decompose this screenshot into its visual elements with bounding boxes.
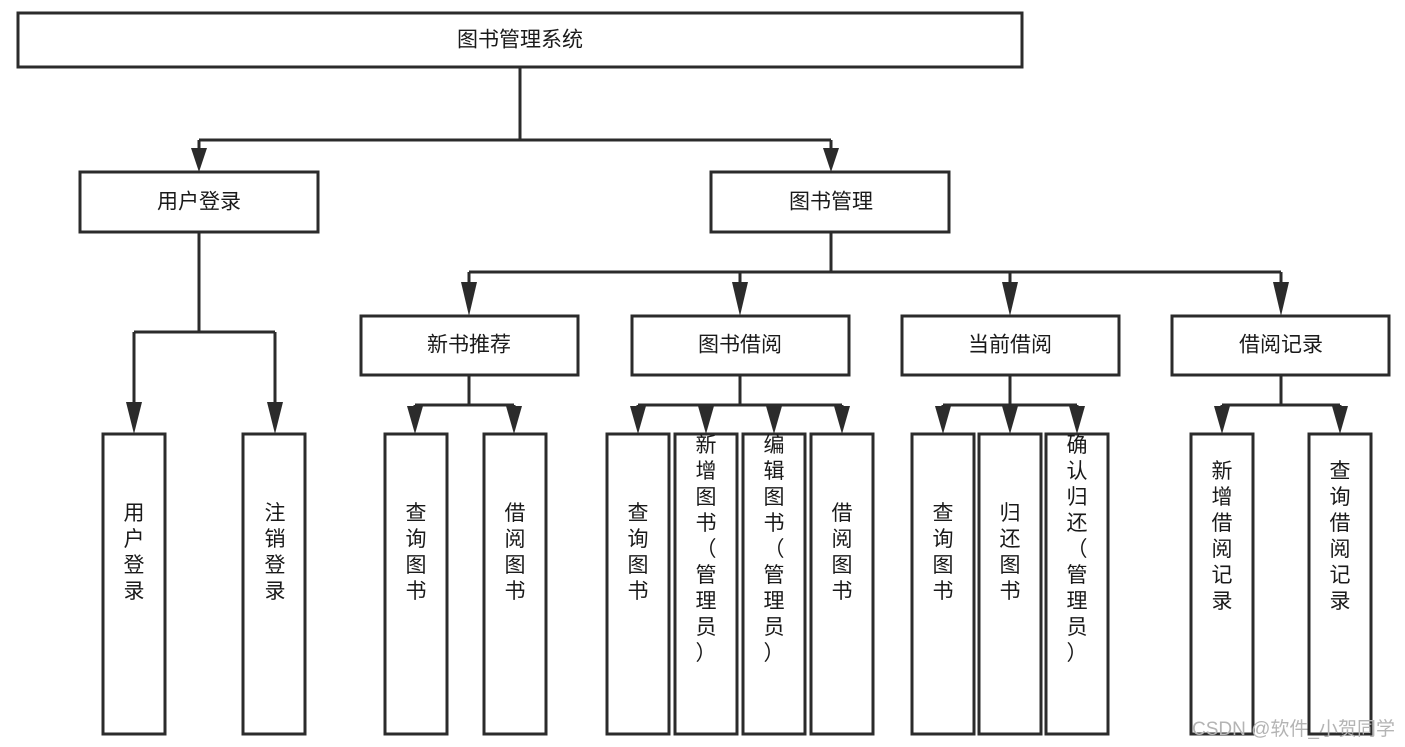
node-leaf-user-logout-rect[interactable] xyxy=(241,432,307,736)
node-leaf-query-book-2-rect[interactable] xyxy=(605,432,671,736)
node-borrow-record[interactable]: 借阅记录 xyxy=(1170,314,1391,377)
node-user-login-label: 用户登录 xyxy=(157,191,241,214)
node-leaf-query-book-2[interactable]: 查询图书 xyxy=(605,432,671,736)
node-book-borrow[interactable]: 图书借阅 xyxy=(630,314,851,377)
node-leaf-confirm-return-label: 确认归还（管理员） xyxy=(1067,434,1088,665)
node-current-borrow[interactable]: 当前借阅 xyxy=(900,314,1121,377)
arrowhead-leaf-query-book-3 xyxy=(935,406,951,434)
node-leaf-user-login-rect[interactable] xyxy=(101,432,167,736)
node-leaf-query-record-label: 查询借阅记录 xyxy=(1330,460,1351,613)
node-new-book-recommend-label: 新书推荐 xyxy=(427,334,511,357)
arrowhead-leaf-return-book xyxy=(1002,406,1018,434)
node-leaf-query-book-1[interactable]: 查询图书 xyxy=(383,432,449,736)
node-leaf-borrow-book-1-label: 借阅图书 xyxy=(505,502,526,603)
arrowhead-leaf-edit-book xyxy=(766,406,782,434)
node-leaf-add-record[interactable]: 新增借阅记录 xyxy=(1189,432,1255,736)
node-new-book-recommend[interactable]: 新书推荐 xyxy=(359,314,580,377)
node-book-borrow-rect[interactable] xyxy=(630,314,851,377)
node-leaf-borrow-book-2-rect[interactable] xyxy=(809,432,875,736)
node-leaf-query-book-3-label: 查询图书 xyxy=(933,502,954,603)
node-leaf-user-logout-label: 注销登录 xyxy=(265,502,286,603)
node-leaf-borrow-book-2[interactable]: 借阅图书 xyxy=(809,432,875,736)
node-leaf-add-record-label: 新增借阅记录 xyxy=(1212,460,1233,613)
arrowhead-leaf-query-record xyxy=(1332,406,1348,434)
arrowhead-leaf-borrow-book-1 xyxy=(506,406,522,434)
node-root-rect[interactable] xyxy=(16,11,1024,69)
node-leaf-return-book-rect[interactable] xyxy=(977,432,1043,736)
node-leaf-query-book-3-rect[interactable] xyxy=(910,432,976,736)
arrowhead-userlogin xyxy=(191,148,207,172)
node-root[interactable]: 图书管理系统 xyxy=(16,11,1024,69)
node-leaf-borrow-book-1[interactable]: 借阅图书 xyxy=(482,432,548,736)
node-user-login[interactable]: 用户登录 xyxy=(78,170,320,234)
node-new-book-recommend-rect[interactable] xyxy=(359,314,580,377)
node-current-borrow-label: 当前借阅 xyxy=(968,334,1052,357)
node-leaf-query-record-rect[interactable] xyxy=(1307,432,1373,736)
node-leaf-return-book-label: 归还图书 xyxy=(1000,502,1021,603)
arrowhead-leaf-query-book-2 xyxy=(630,406,646,434)
node-leaf-query-book-1-label: 查询图书 xyxy=(406,502,427,603)
node-leaf-return-book[interactable]: 归还图书 xyxy=(977,432,1043,736)
node-leaf-confirm-return-rect[interactable] xyxy=(1044,432,1110,736)
node-leaf-borrow-book-1-rect[interactable] xyxy=(482,432,548,736)
arrowhead-bookmanage xyxy=(823,148,839,172)
arrowhead-leaf-query-book-1 xyxy=(407,406,423,434)
node-leaf-user-logout[interactable]: 注销登录 xyxy=(241,432,307,736)
arrowhead-leaf-user-logout xyxy=(267,402,283,434)
node-leaf-query-book-3[interactable]: 查询图书 xyxy=(910,432,976,736)
csdn-watermark: CSDN @软件_小贺同学 xyxy=(1192,718,1395,740)
node-leaf-user-login[interactable]: 用户登录 xyxy=(101,432,167,736)
node-leaf-query-book-1-rect[interactable] xyxy=(383,432,449,736)
node-leaf-edit-book[interactable]: 编辑图书（管理员） xyxy=(741,432,807,736)
node-book-manage-rect[interactable] xyxy=(709,170,951,234)
node-leaf-user-login-label: 用户登录 xyxy=(124,502,145,603)
node-leaf-add-book-label: 新增图书（管理员） xyxy=(696,434,717,665)
arrowhead-newbook xyxy=(461,282,477,316)
arrowhead-currentborrow xyxy=(1002,282,1018,316)
node-user-login-rect[interactable] xyxy=(78,170,320,234)
node-leaf-add-book[interactable]: 新增图书（管理员） xyxy=(673,432,739,736)
node-book-manage-label: 图书管理 xyxy=(789,191,873,214)
node-leaf-add-book-rect[interactable] xyxy=(673,432,739,736)
node-book-manage[interactable]: 图书管理 xyxy=(709,170,951,234)
node-leaf-query-book-2-label: 查询图书 xyxy=(628,502,649,603)
arrowhead-leaf-add-book xyxy=(698,406,714,434)
arrowhead-bookborrow xyxy=(732,282,748,316)
node-root-label: 图书管理系统 xyxy=(457,29,583,52)
node-current-borrow-rect[interactable] xyxy=(900,314,1121,377)
node-leaf-borrow-book-2-label: 借阅图书 xyxy=(832,502,853,603)
node-leaf-add-record-rect[interactable] xyxy=(1189,432,1255,736)
node-borrow-record-label: 借阅记录 xyxy=(1239,334,1323,357)
node-borrow-record-rect[interactable] xyxy=(1170,314,1391,377)
node-leaf-edit-book-label: 编辑图书（管理员） xyxy=(764,434,785,665)
node-leaf-confirm-return[interactable]: 确认归还（管理员） xyxy=(1044,432,1110,736)
arrowhead-leaf-borrow-book-2 xyxy=(834,406,850,434)
node-book-borrow-label: 图书借阅 xyxy=(698,334,782,357)
node-leaf-query-record[interactable]: 查询借阅记录 xyxy=(1307,432,1373,736)
arrowhead-leaf-confirm-return xyxy=(1069,406,1085,434)
arrowhead-borrowrecord xyxy=(1273,282,1289,316)
arrowhead-leaf-add-record xyxy=(1214,406,1230,434)
arrowhead-leaf-user-login xyxy=(126,402,142,434)
node-leaf-edit-book-rect[interactable] xyxy=(741,432,807,736)
connector-layer xyxy=(126,67,1348,434)
